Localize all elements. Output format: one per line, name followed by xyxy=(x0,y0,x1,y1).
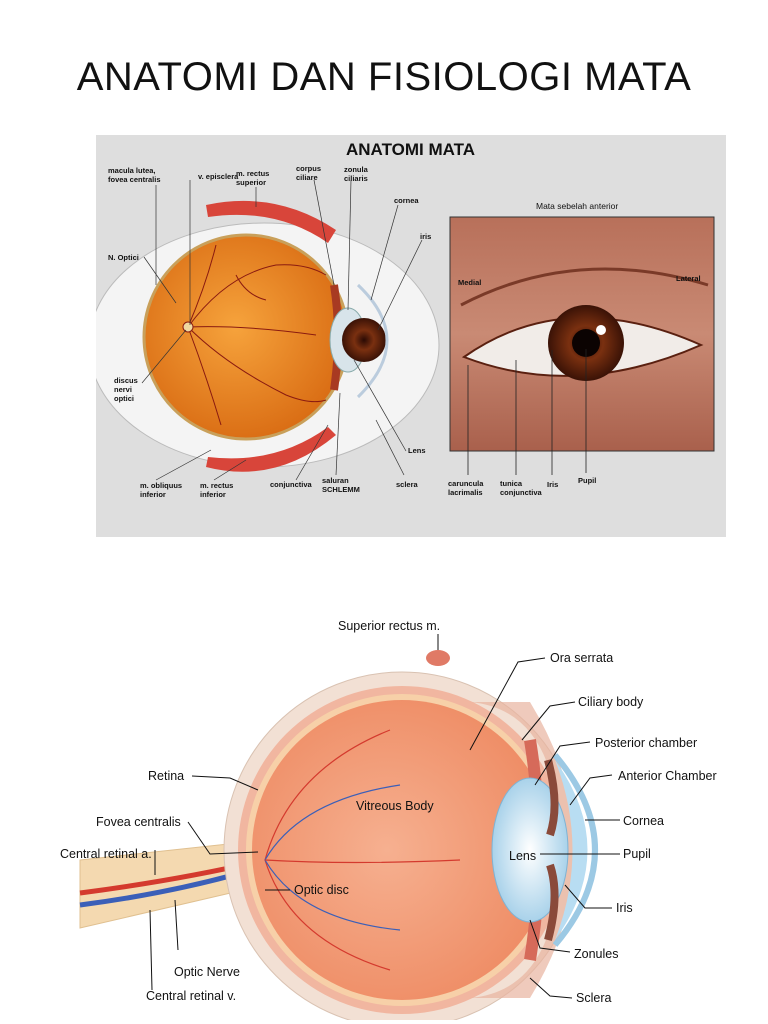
label-lens: Lens xyxy=(509,849,536,863)
label-rectus-superior-2: superior xyxy=(236,178,266,187)
label-iris-inset: Iris xyxy=(547,480,558,489)
label-corpus-2: ciliare xyxy=(296,173,318,182)
anterior-chamber xyxy=(555,760,588,940)
slide-title: ANATOMI DAN FISIOLOGI MATA xyxy=(76,55,692,99)
label-macula-1: macula lutea, xyxy=(108,166,156,175)
label-caruncula-2: lacrimalis xyxy=(448,488,483,497)
label-iris: iris xyxy=(420,232,431,241)
label-cornea: cornea xyxy=(394,196,419,205)
label-lens: Lens xyxy=(408,446,426,455)
inset-leader-lines xyxy=(467,349,587,475)
label-obliquus-1: m. obliquus xyxy=(140,481,182,490)
retinal-vessels xyxy=(264,729,461,971)
label-zonula-1: zonula xyxy=(344,165,369,174)
label-pupil: Pupil xyxy=(623,847,651,861)
label-optic-disc: Optic disc xyxy=(294,883,349,897)
label-anterior-chamber: Anterior Chamber xyxy=(618,769,717,783)
label-retina: Retina xyxy=(148,769,184,783)
inset-title: Mata sebelah anterior xyxy=(536,201,618,211)
eyeball-globe xyxy=(142,233,350,441)
label-saluran-2: SCHLEMM xyxy=(322,485,360,494)
label-rectus-inferior-1: m. rectus xyxy=(200,481,233,490)
label-central-retinal-a: Central retinal a. xyxy=(60,847,152,861)
label-sclera: Sclera xyxy=(576,991,611,1005)
label-fovea-centralis: Fovea centralis xyxy=(96,815,181,829)
superior-rectus-muscle xyxy=(426,650,450,666)
label-conjunctiva: conjunctiva xyxy=(270,480,313,489)
leader-lines xyxy=(149,634,620,999)
label-pupil-inset: Pupil xyxy=(578,476,596,485)
eye-cross-section-svg: Superior rectus m. Ora serrata Ciliary b… xyxy=(60,619,717,1020)
iris-side xyxy=(342,318,386,362)
label-rectus-superior-1: m. rectus xyxy=(236,169,269,178)
label-caruncula-1: caruncula xyxy=(448,479,484,488)
label-zonules: Zonules xyxy=(574,947,618,961)
label-corpus-1: corpus xyxy=(296,164,321,173)
label-central-retinal-v: Central retinal v. xyxy=(146,989,236,1003)
label-optic-nerve: Optic Nerve xyxy=(174,965,240,979)
figure-title: ANATOMI MATA xyxy=(346,140,475,159)
label-lateral: Lateral xyxy=(676,274,701,283)
label-discus-1: discus xyxy=(114,376,138,385)
label-tunica-2: conjunctiva xyxy=(500,488,543,497)
label-macula-2: fovea centralis xyxy=(108,175,161,184)
label-medial: Medial xyxy=(458,278,481,287)
retinal-vessels xyxy=(187,244,327,426)
eye-cross-section-figure: Superior rectus m. Ora serrata Ciliary b… xyxy=(60,610,750,1020)
label-ora-serrata: Ora serrata xyxy=(550,651,613,665)
label-posterior-chamber: Posterior chamber xyxy=(595,736,697,750)
label-discus-3: optici xyxy=(114,394,134,403)
anatomi-mata-svg: ANATOMI MATA macula l xyxy=(96,140,715,499)
label-discus-2: nervi xyxy=(114,385,132,394)
label-vitreous-body: Vitreous Body xyxy=(356,799,434,813)
pupil-anterior xyxy=(572,329,600,357)
label-sclera: sclera xyxy=(396,480,419,489)
cornea-shape xyxy=(356,283,389,399)
label-ciliary-body: Ciliary body xyxy=(578,695,644,709)
lens-shape xyxy=(491,777,569,923)
label-rectus-inferior-2: inferior xyxy=(200,490,226,499)
label-n-optici: N. Optici xyxy=(108,253,139,262)
label-tunica-1: tunica xyxy=(500,479,523,488)
iris-highlight xyxy=(596,325,606,335)
label-cornea: Cornea xyxy=(623,814,664,828)
label-zonula-2: ciliaris xyxy=(344,174,368,183)
label-obliquus-2: inferior xyxy=(140,490,166,499)
label-saluran-1: saluran xyxy=(322,476,349,485)
eyelid-crease xyxy=(460,267,709,307)
label-superior-rectus: Superior rectus m. xyxy=(338,619,440,633)
iris-shape xyxy=(544,758,559,942)
label-iris: Iris xyxy=(616,901,633,915)
rectus-inferior-muscle xyxy=(206,427,336,472)
rectus-superior-muscle xyxy=(206,200,336,243)
vitreous-body-shape xyxy=(252,700,552,1000)
leader-lines xyxy=(141,179,423,481)
anatomi-mata-figure: ANATOMI MATA macula l xyxy=(96,135,726,537)
discus-nervi-optici xyxy=(182,321,194,333)
cornea-shape xyxy=(552,753,598,947)
label-v-episclera: v. episclera xyxy=(198,172,239,181)
